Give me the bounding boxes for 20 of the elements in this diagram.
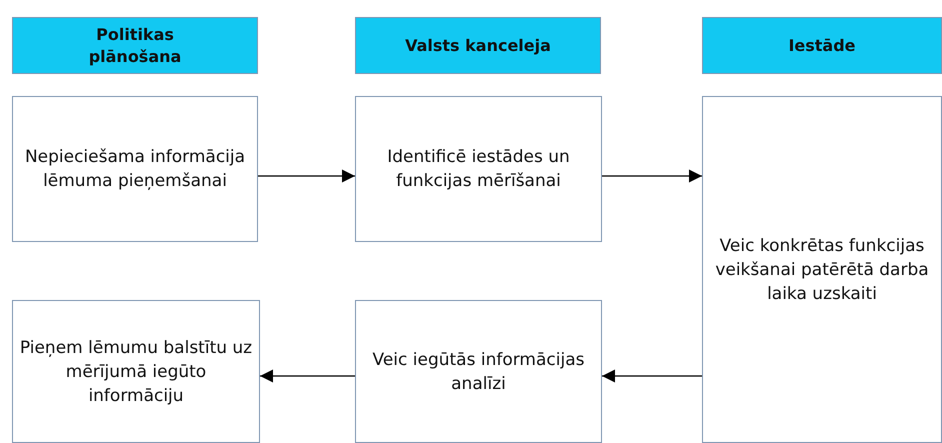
lane-header bbox=[702, 17, 942, 74]
process-box bbox=[12, 96, 258, 242]
arrow bbox=[258, 170, 355, 182]
lane-title: Iestāde bbox=[788, 34, 856, 56]
process-box bbox=[355, 300, 602, 443]
arrow bbox=[602, 170, 702, 182]
step-text: Veic konkrētas funkcijas veikšanai patērētā darba laika uzskaiti bbox=[714, 234, 930, 306]
step-text: Nepieciešama informācija lēmuma pieņemšanai bbox=[24, 146, 246, 193]
lane-title: Valsts kanceleja bbox=[405, 34, 551, 56]
lane-title: Politikas plānošana bbox=[88, 24, 182, 68]
lane-header bbox=[12, 17, 258, 74]
step-text: Pieņem lēmumu balstītu uz mērījumā iegūto informāciju bbox=[18, 336, 254, 408]
step-text: Identificē iestādes un funkcijas mērīšanai bbox=[386, 146, 571, 193]
process-box bbox=[355, 96, 602, 242]
process-box bbox=[702, 96, 942, 443]
process-box bbox=[12, 300, 260, 443]
lane-header bbox=[355, 17, 601, 74]
arrow bbox=[260, 370, 355, 382]
step-text: Veic iegūtās informācijas analīzi bbox=[372, 348, 586, 396]
arrow bbox=[602, 370, 702, 382]
